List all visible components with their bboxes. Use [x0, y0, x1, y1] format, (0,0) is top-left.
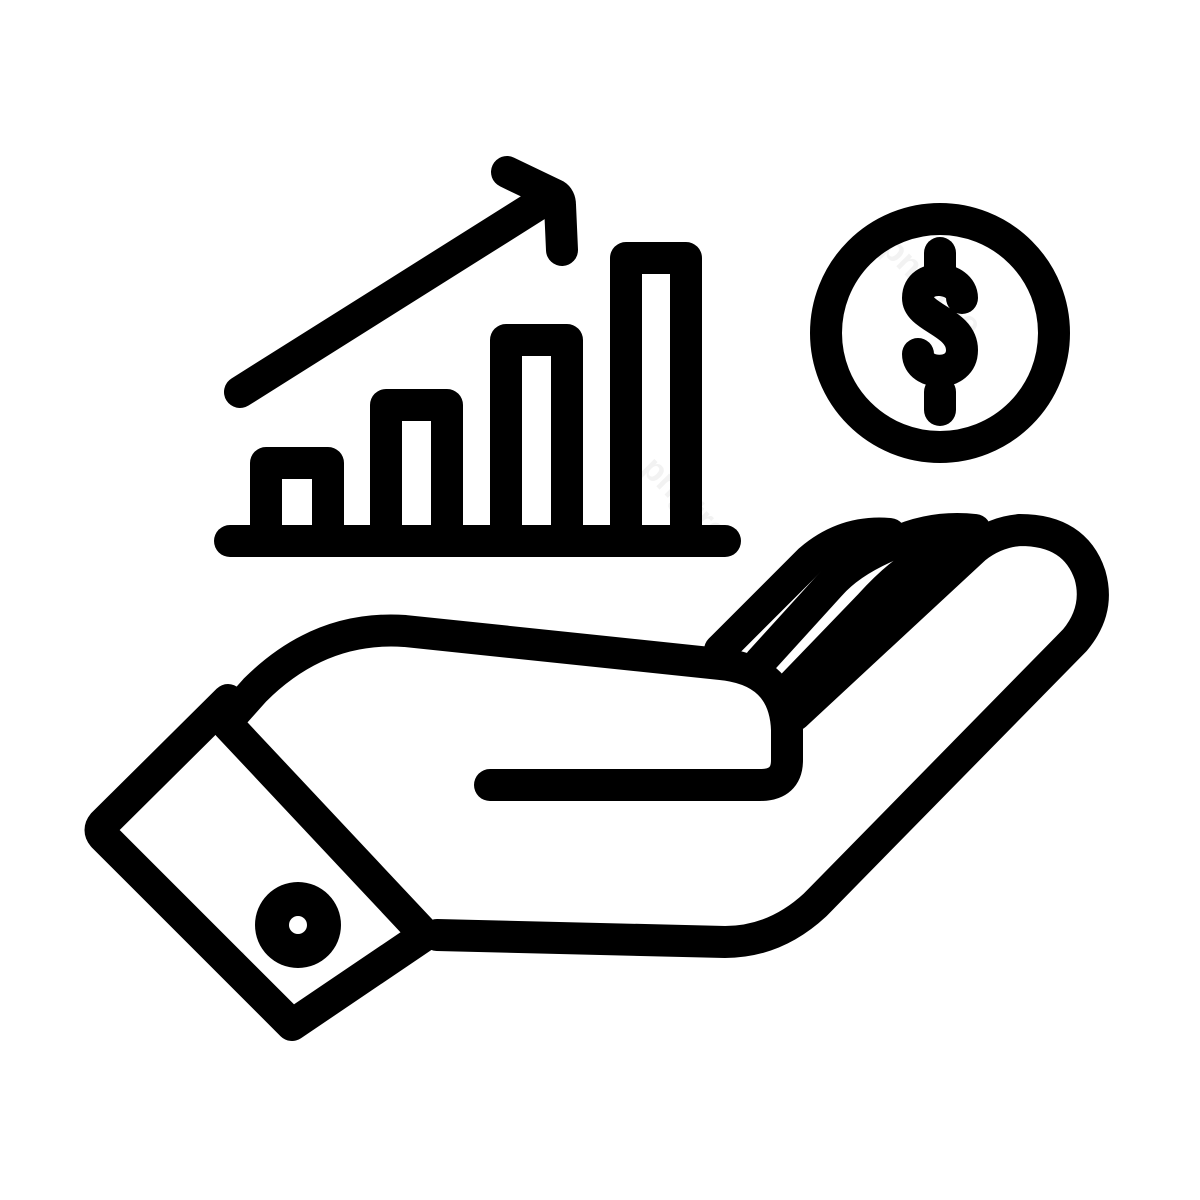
cuff-button-hole	[289, 916, 307, 934]
coin-outline	[810, 203, 1070, 463]
trend-arrow-head	[491, 156, 578, 266]
hand-back-outline	[421, 514, 1109, 958]
open-hand-icon	[214, 513, 1109, 958]
sleeve-cuff-icon	[84, 684, 441, 1041]
cuff-outline	[84, 684, 441, 1041]
trend-arrow-icon	[224, 156, 578, 408]
icon-strokes	[84, 156, 1109, 1041]
chart-bar-3	[490, 324, 583, 542]
trend-arrow-shaft	[224, 184, 561, 408]
hand-finger-2	[744, 513, 991, 678]
chart-bar-1	[250, 447, 344, 542]
dollar-coin-icon	[810, 203, 1070, 463]
hand-finger-3	[774, 532, 971, 704]
chart-bar-2	[370, 389, 463, 542]
hand-palm-outline	[214, 614, 803, 801]
chart-bar-4	[610, 242, 702, 542]
dollar-sign-s	[902, 264, 978, 387]
rising-bar-chart-icon	[214, 242, 741, 557]
